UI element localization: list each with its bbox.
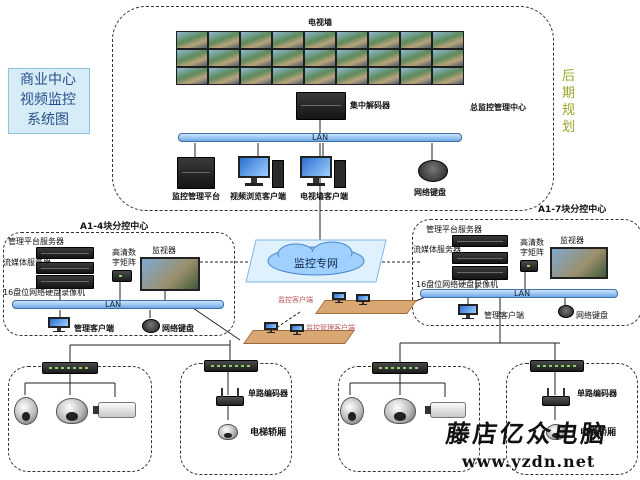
mgmt-client-label: 监控管理客户端: [306, 324, 355, 332]
right-lan-label: LAN: [514, 289, 531, 298]
left-monitor-label: 监视器: [152, 246, 176, 255]
left-mgmt-server-label: 管理平台服务器: [8, 237, 64, 246]
left-mgmt-server: [36, 247, 94, 259]
left-lan-bar: [12, 300, 224, 309]
right-camera-switch: [372, 362, 428, 374]
right-nvr-label: 16盘位网络硬盘录像机: [416, 280, 499, 289]
left-stream-server-label: 流媒体服务器: [3, 258, 51, 267]
left-elevator-label: 电梯轿厢: [250, 428, 287, 438]
left-stream-server: [36, 262, 94, 274]
right-monitor-label: 监视器: [560, 236, 584, 245]
right-lan-bar: [420, 289, 618, 298]
right-elevator-label: 电梯轿厢: [580, 428, 617, 438]
right-hd-matrix-label: 高清数 字矩阵: [520, 238, 544, 257]
diagram-title: 商业中心 视频监控 系统图: [20, 72, 76, 128]
right-single-encoder: [542, 388, 570, 406]
right-mgmt-server: [452, 235, 508, 247]
monitor-client-label: 监控客户端: [278, 296, 313, 304]
watermark-url: www.yzdn.net: [462, 452, 596, 471]
central-decoder: [296, 92, 346, 120]
video-wall: [176, 31, 464, 85]
right-hd-matrix: [520, 260, 538, 272]
central-region: [112, 6, 554, 211]
tvwall-client-label: 电视墙客户端: [300, 192, 348, 201]
left-lan-label: LAN: [105, 300, 122, 309]
browser-client-label: 视频浏览客户端: [230, 192, 286, 201]
left-monitor: [140, 257, 200, 291]
right-mgmt-server-label: 管理平台服务器: [426, 225, 482, 234]
right-elevator-switch: [530, 360, 584, 372]
right-nvr: [452, 266, 508, 280]
mgmt-client-pc-b: [290, 324, 304, 336]
right-monitor: [550, 247, 608, 279]
watermark-name: 藤店亿众电脑: [444, 419, 611, 448]
left-center-title: A1-4块分控中心: [80, 222, 149, 232]
left-net-keyboard: [142, 319, 160, 333]
tvwall-client-monitor: [300, 156, 332, 188]
right-net-keyboard: [558, 305, 574, 318]
left-elevator-camera: [218, 424, 238, 440]
tvwall-client-tower: [334, 160, 346, 188]
right-mgmt-client-label: 管理客户端: [484, 311, 524, 320]
right-dome-camera: [384, 398, 416, 424]
platform-server: [177, 157, 215, 189]
right-keyboard-label: 网络键盘: [576, 311, 608, 320]
left-dome-camera: [56, 398, 88, 424]
central-net-keyboard: [418, 160, 448, 182]
monitor-client-pc-b: [356, 294, 370, 306]
left-camera-switch: [42, 362, 98, 374]
browser-client-monitor: [238, 156, 270, 188]
right-center-region: [412, 219, 640, 326]
left-mgmt-client-label: 管理客户端: [74, 324, 114, 333]
left-nvr: [36, 275, 94, 289]
left-bullet-camera: [93, 402, 136, 418]
central-keyboard-label: 网络键盘: [414, 188, 446, 197]
left-encoder-label: 单路编码器: [248, 389, 288, 398]
right-stream-server-label: 流媒体服务器: [413, 245, 461, 254]
right-elevator-camera: [546, 424, 566, 440]
left-mgmt-client-monitor: [48, 317, 70, 333]
network-cloud: [245, 239, 387, 283]
central-lan-label: LAN: [312, 133, 329, 142]
network-label: 监控专网: [294, 257, 338, 270]
left-hd-matrix: [112, 270, 132, 282]
monitor-client-pc-a: [332, 292, 346, 304]
right-stream-server: [452, 252, 508, 264]
left-single-encoder: [216, 388, 244, 406]
decoder-label: 集中解码器: [350, 101, 390, 110]
left-center-region: [3, 232, 235, 336]
video-wall-label: 电视墙: [308, 18, 332, 27]
left-elevator-region: [180, 363, 292, 475]
left-nvr-label: 16盘位网络硬盘录像机: [3, 288, 86, 297]
right-center-title: A1-7块分控中心: [538, 205, 607, 215]
title-box: [8, 68, 90, 134]
central-lan-bar: [178, 133, 462, 142]
right-bullet-camera: [425, 402, 466, 418]
future-plan-label: 后 期 规 划: [562, 69, 576, 135]
mgmt-client-pc-a: [264, 322, 278, 334]
right-ptz-camera: [340, 397, 364, 425]
central-center-label: 总监控管理中心: [470, 103, 526, 112]
right-encoder-label: 单路编码器: [577, 389, 617, 398]
left-ptz-camera: [14, 397, 38, 425]
left-keyboard-label: 网络键盘: [162, 324, 194, 333]
browser-client-tower: [272, 160, 284, 188]
left-hd-matrix-label: 高清数 字矩阵: [112, 248, 136, 267]
right-mgmt-client-monitor: [458, 304, 478, 320]
platform-label: 监控管理平台: [172, 192, 220, 201]
left-elevator-switch: [204, 360, 258, 372]
